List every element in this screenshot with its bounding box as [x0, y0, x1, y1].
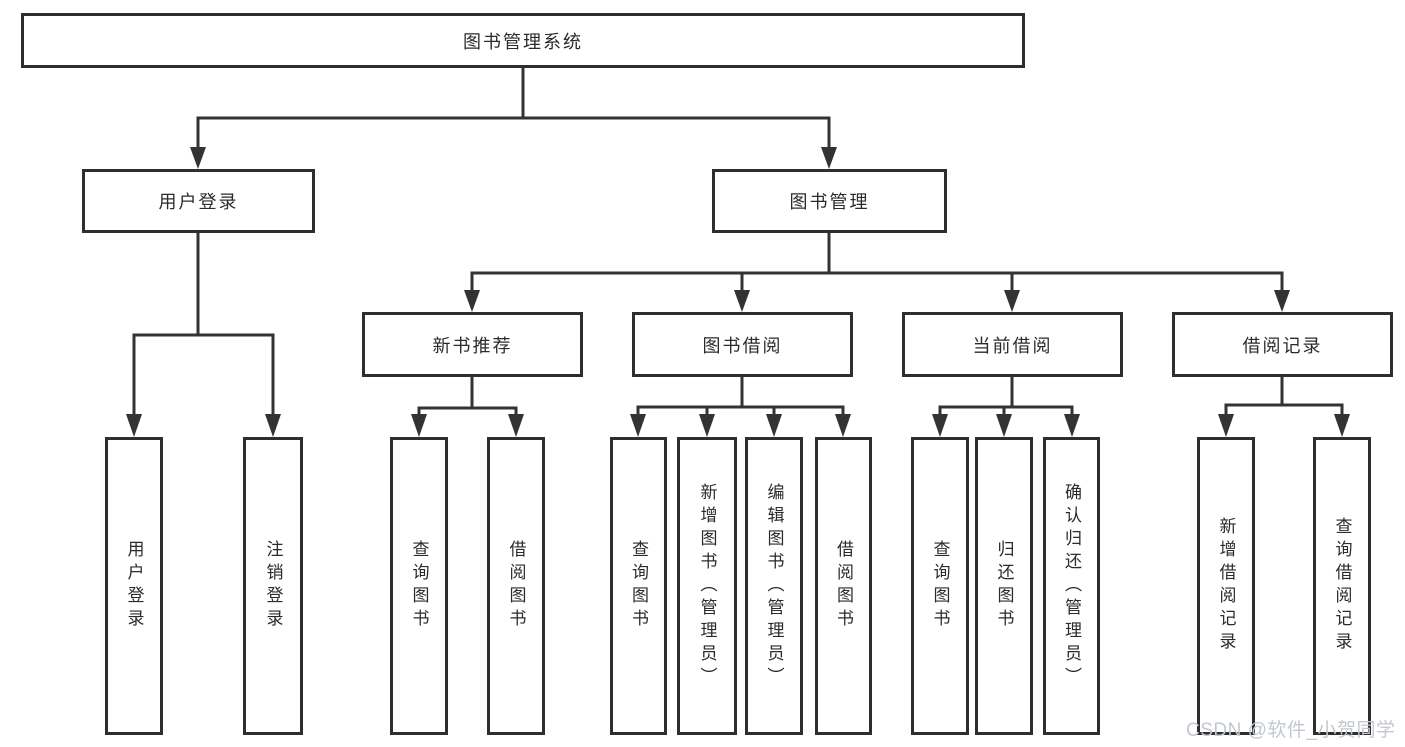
leaf-borrow-books-2: 借阅图书 — [815, 437, 872, 735]
node-user-login: 用户登录 — [82, 169, 315, 233]
leaf-user-login-label: 用户登录 — [124, 540, 144, 632]
leaf-confirm-return-admin: 确认归还（管理员） — [1043, 437, 1100, 735]
leaf-query-books-3: 查询图书 — [911, 437, 969, 735]
leaf-user-login: 用户登录 — [105, 437, 163, 735]
node-root: 图书管理系统 — [21, 13, 1025, 68]
leaf-add-borrow-record: 新增借阅记录 — [1197, 437, 1255, 735]
node-book-borrow-label: 图书借阅 — [702, 335, 783, 356]
node-current-borrow: 当前借阅 — [902, 312, 1123, 377]
leaf-query-books-2-label: 查询图书 — [629, 540, 648, 632]
node-root-label: 图书管理系统 — [463, 31, 583, 52]
leaf-borrow-books-1: 借阅图书 — [487, 437, 545, 735]
leaf-query-books-3-label: 查询图书 — [930, 540, 950, 632]
leaf-return-book: 归还图书 — [975, 437, 1033, 735]
node-book-management-label: 图书管理 — [789, 192, 870, 212]
node-borrow-records: 借阅记录 — [1172, 312, 1393, 377]
leaf-return-book-label: 归还图书 — [994, 540, 1014, 632]
leaf-query-books-2: 查询图书 — [610, 437, 667, 735]
arrowhead-icons — [126, 147, 1350, 437]
csdn-watermark: CSDN @软件_小贺同学 — [1186, 720, 1396, 741]
leaf-add-book-admin: 新增图书（管理员） — [677, 437, 737, 735]
leaf-query-books-1: 查询图书 — [390, 437, 448, 735]
node-current-borrow-label: 当前借阅 — [972, 335, 1053, 356]
leaf-edit-book-admin: 编辑图书（管理员） — [745, 437, 803, 735]
leaf-logout: 注销登录 — [243, 437, 303, 735]
leaf-add-borrow-record-label: 新增借阅记录 — [1216, 517, 1236, 655]
node-new-book-recommend-label: 新书推荐 — [432, 335, 513, 356]
node-book-management: 图书管理 — [712, 169, 947, 233]
leaf-query-books-1-label: 查询图书 — [409, 540, 429, 632]
leaf-borrow-books-2-label: 借阅图书 — [834, 540, 853, 632]
node-borrow-records-label: 借阅记录 — [1242, 335, 1323, 356]
leaf-logout-label: 注销登录 — [263, 540, 283, 632]
leaf-borrow-books-1-label: 借阅图书 — [506, 540, 526, 632]
node-book-borrow: 图书借阅 — [632, 312, 853, 377]
node-new-book-recommend: 新书推荐 — [362, 312, 583, 377]
leaf-query-borrow-record: 查询借阅记录 — [1313, 437, 1371, 735]
leaf-query-borrow-record-label: 查询借阅记录 — [1332, 517, 1352, 655]
leaf-add-book-admin-label: 新增图书（管理员） — [697, 482, 717, 690]
leaf-edit-book-admin-label: 编辑图书（管理员） — [764, 482, 784, 690]
node-user-login-label: 用户登录 — [158, 192, 239, 212]
leaf-confirm-return-admin-label: 确认归还（管理员） — [1062, 482, 1081, 690]
